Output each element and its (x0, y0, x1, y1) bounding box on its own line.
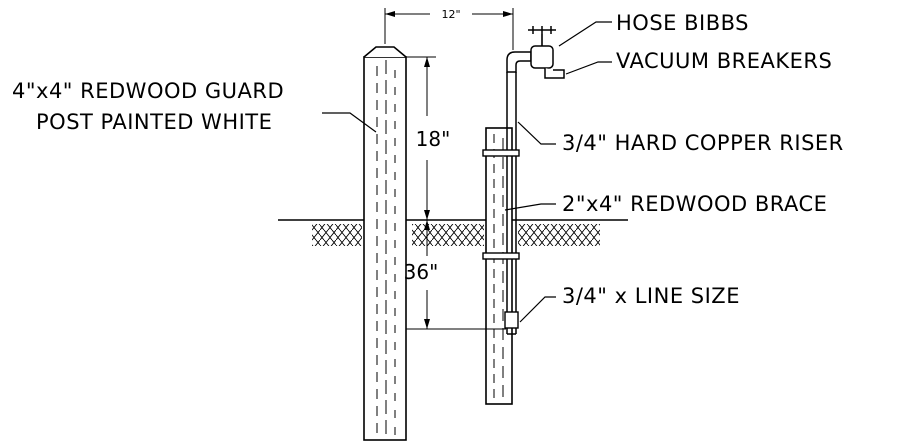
strap-bottom (482, 252, 520, 260)
leader-guard-post (322, 112, 377, 133)
leader-hose-bibbs (558, 21, 612, 47)
guard-post-body (363, 56, 407, 441)
leader-copper-riser (517, 121, 556, 145)
vert-arrow-grade-up (424, 210, 430, 220)
guard-post (363, 46, 407, 441)
earth-hatch-middle (412, 224, 484, 246)
strap-top (482, 149, 520, 157)
below-grade-dimension-text: 36" (404, 260, 439, 284)
above-grade-dimension-text: 18" (416, 127, 451, 151)
earth-hatch-left (312, 224, 362, 246)
vacuum-breaker-icon (544, 68, 565, 79)
callouts: HOSE BIBBS VACUUM BREAKERS 4"x4" REDWOOD… (12, 11, 844, 308)
spacing-arrow-right (503, 11, 513, 17)
redwood-brace (485, 127, 513, 405)
earth-hatch-right (518, 224, 600, 246)
hose-bibb-assembly (506, 26, 565, 79)
label-guard-post-line1: 4"x4" REDWOOD GUARD (12, 79, 284, 103)
leader-vacuum-breakers (565, 61, 612, 75)
brace-body (485, 127, 513, 405)
hose-bibb-handle-icon (528, 26, 556, 34)
leader-line-size (519, 296, 556, 323)
vert-arrow-grade-down (424, 220, 430, 230)
label-guard-post-line2: POST PAINTED WHITE (36, 110, 272, 134)
label-redwood-brace: 2"x4" REDWOOD BRACE (562, 192, 827, 216)
vert-arrow-top (424, 57, 430, 67)
guard-post-top-cap (363, 46, 407, 58)
label-line-size: 3/4" x LINE SIZE (562, 284, 740, 308)
copper-riser (482, 72, 520, 335)
leader-redwood-brace (504, 203, 556, 211)
spacing-dimension-text: 12" (441, 8, 460, 21)
riser-elbow (506, 51, 532, 73)
vert-arrow-bottom (424, 319, 430, 329)
dimension-spacing: 12" (384, 8, 514, 50)
dimension-vertical: 18" 36" (404, 56, 506, 330)
label-hose-bibbs: HOSE BIBBS (616, 11, 749, 35)
ground (278, 219, 628, 246)
label-vacuum-breakers: VACUUM BREAKERS (616, 49, 832, 73)
line-size-fitting (504, 311, 519, 329)
valve-body (530, 45, 554, 69)
label-copper-riser: 3/4" HARD COPPER RISER (562, 131, 844, 155)
spacing-arrow-left (385, 11, 395, 17)
leaders (322, 21, 612, 323)
